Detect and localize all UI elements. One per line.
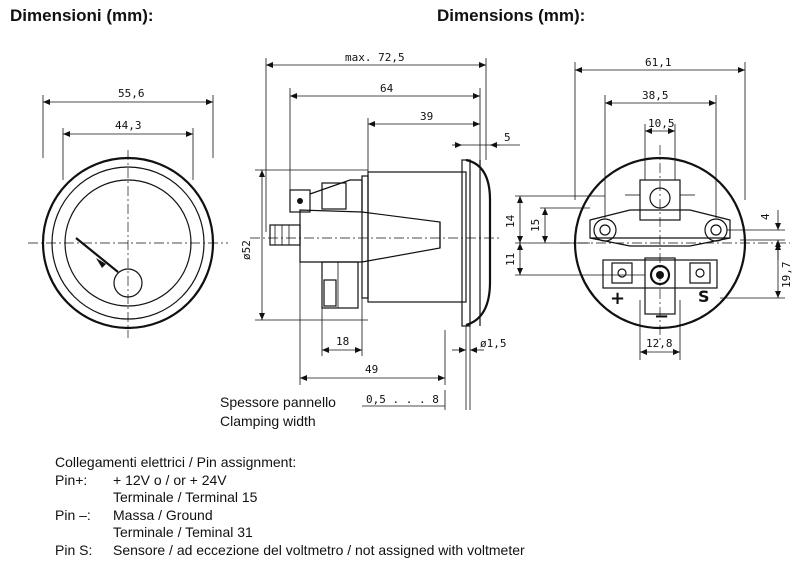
side-bezel	[465, 158, 492, 327]
pin-assignment-title: Collegamenti elettrici / Pin assignment:	[55, 454, 297, 470]
pin-plus-label: +	[610, 288, 625, 309]
front-view: 55,6 44,3	[28, 87, 228, 338]
rear-view: + − S 61,1 38,5 10,5 14 15 11 4 19,	[504, 56, 793, 360]
dim-19: 19,7	[780, 262, 793, 289]
dim-5: 5	[504, 131, 511, 144]
title-english: Dimensions (mm):	[437, 6, 586, 25]
side-stud	[269, 224, 301, 246]
dim-49: 49	[365, 363, 378, 376]
pin-s-row: Pin S: Sensore / ad eccezione del voltme…	[55, 542, 525, 560]
pin-minus-desc: Massa / Ground	[113, 506, 213, 523]
terminal-minus	[644, 257, 676, 315]
dim-14: 14	[504, 214, 517, 228]
panel-thickness-label: Spessore pannello	[220, 394, 336, 410]
pin-s-desc: Sensore / ad eccezione del voltmetro / n…	[113, 541, 525, 558]
pin-plus-key: Pin+:	[55, 471, 88, 488]
dim-38: 38,5	[642, 89, 669, 102]
lamp-socket	[639, 179, 681, 221]
pin-assignment: Collegamenti elettrici / Pin assignment:…	[55, 454, 525, 559]
pin-minus-row: Pin –: Massa / Ground	[55, 507, 525, 525]
side-terminal-bottom	[321, 261, 359, 309]
dim-front-outer: 55,6	[118, 87, 145, 100]
dim-12: 12,8	[646, 337, 673, 350]
needle-tip	[96, 258, 106, 268]
clamping-width-label: Clamping width	[220, 413, 316, 429]
side-clamp	[299, 209, 441, 263]
terminal-s	[689, 262, 711, 284]
needle	[75, 237, 119, 273]
side-view: max. 72,5 64 39 5 ø52 18 49 ø1,5 0,5 .	[240, 51, 520, 410]
dim-61: 61,1	[645, 56, 672, 69]
side-terminal-top	[289, 189, 311, 213]
dim-11: 11	[504, 253, 517, 266]
pin-minus-terminal: Terminale / Teminal 31	[113, 524, 253, 540]
pin-minus-key: Pin –:	[55, 506, 91, 523]
rear-terminal-block	[602, 259, 718, 289]
pin-s-label: S	[698, 287, 710, 306]
dim-diameter: ø52	[240, 240, 253, 260]
title-italian: Dimensioni (mm):	[10, 6, 154, 25]
dim-hole: ø1,5	[480, 337, 507, 350]
terminal-plus	[611, 262, 633, 284]
dim-front-inner: 44,3	[115, 119, 142, 132]
dim-39: 39	[420, 110, 433, 123]
side-body	[367, 171, 467, 303]
pin-s-key: Pin S:	[55, 541, 93, 558]
pin-minus-label: −	[654, 306, 669, 327]
dim-15: 15	[529, 219, 542, 232]
dim-64: 64	[380, 82, 394, 95]
dim-4: 4	[759, 213, 772, 220]
pin-plus-terminal: Terminale / Terminal 15	[113, 489, 258, 505]
rear-nut-left	[593, 218, 617, 242]
pin-plus-row: Pin+: + 12V o / or + 24V	[55, 472, 525, 490]
panel-range: 0,5 . . . 8	[366, 393, 439, 406]
dim-18: 18	[336, 335, 349, 348]
dim-10: 10,5	[648, 117, 675, 130]
pin-plus-desc: + 12V o / or + 24V	[113, 471, 227, 488]
dim-max: max. 72,5	[345, 51, 405, 64]
